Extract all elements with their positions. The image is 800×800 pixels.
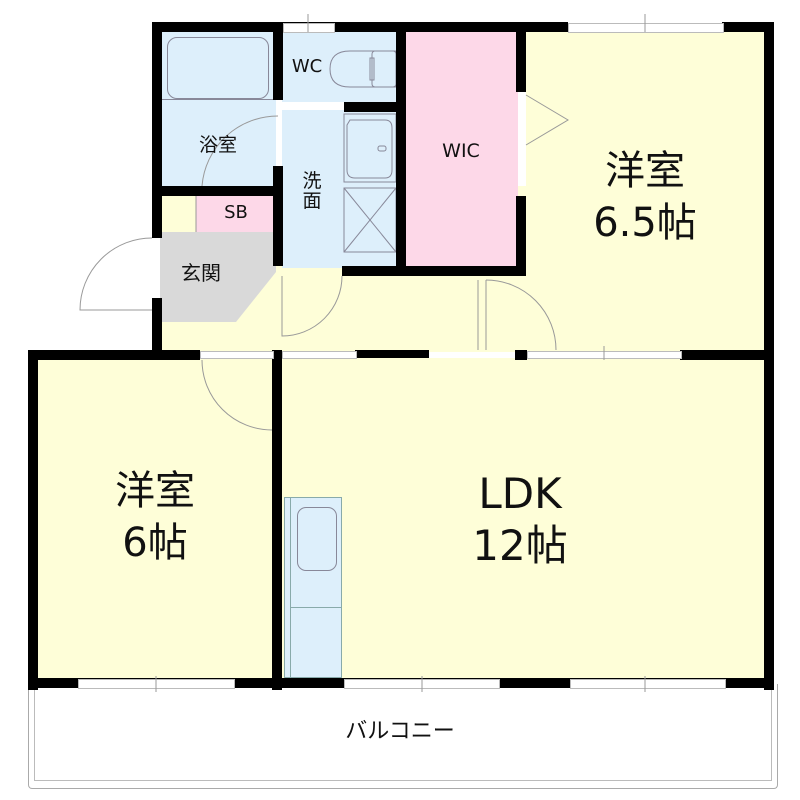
western-room-6-name: 洋室: [115, 468, 195, 514]
wall: [273, 166, 283, 266]
wall: [273, 22, 283, 100]
window: [78, 679, 235, 689]
shoe-box: [196, 196, 276, 232]
window: [344, 679, 500, 689]
ldk-name: LDK: [478, 469, 562, 518]
wall: [680, 350, 774, 360]
window: [282, 351, 357, 359]
kitchen-counter: [284, 497, 342, 678]
wall: [355, 350, 429, 358]
shoe-box-label: SB: [224, 202, 248, 223]
wall: [516, 196, 526, 276]
washroom-label: 洗 面: [302, 170, 322, 212]
bathroom-label: 浴室: [198, 134, 237, 156]
wall: [152, 22, 162, 238]
wall: [516, 22, 526, 92]
wall: [152, 186, 282, 196]
window: [283, 23, 335, 33]
wic-label: WIC: [442, 140, 480, 162]
wall: [344, 102, 402, 112]
wall: [396, 22, 568, 32]
wall: [28, 350, 200, 360]
bathtub-edge: [160, 99, 276, 100]
window: [568, 23, 724, 33]
entrance-label: 玄関: [181, 261, 221, 285]
wall: [396, 22, 406, 276]
wall: [396, 266, 526, 276]
balcony-label: バルコニー: [345, 719, 455, 744]
ldk-size: 12帖: [472, 521, 568, 570]
wall: [342, 266, 402, 276]
bathtub: [167, 37, 269, 99]
wic-room: [404, 30, 518, 268]
wall: [152, 298, 162, 360]
window: [527, 351, 682, 359]
counter-edge: [290, 497, 291, 678]
wall: [28, 350, 38, 690]
western-room-6-size: 6帖: [122, 520, 188, 566]
western-room-6-5-name: 洋室: [605, 148, 685, 194]
western-room-6-5-size: 6.5帖: [593, 200, 697, 246]
wall: [515, 350, 527, 360]
balcony-inner: [34, 684, 772, 781]
wall: [272, 350, 282, 690]
window: [200, 351, 274, 359]
window: [570, 679, 726, 689]
wc-label: WC: [291, 56, 323, 77]
western-room-6-5: [526, 30, 766, 352]
counter-divider: [290, 607, 342, 608]
wall: [722, 22, 774, 32]
kitchen-sink: [297, 507, 337, 571]
western-room-6: [36, 358, 274, 678]
ldk-room: [282, 358, 766, 678]
